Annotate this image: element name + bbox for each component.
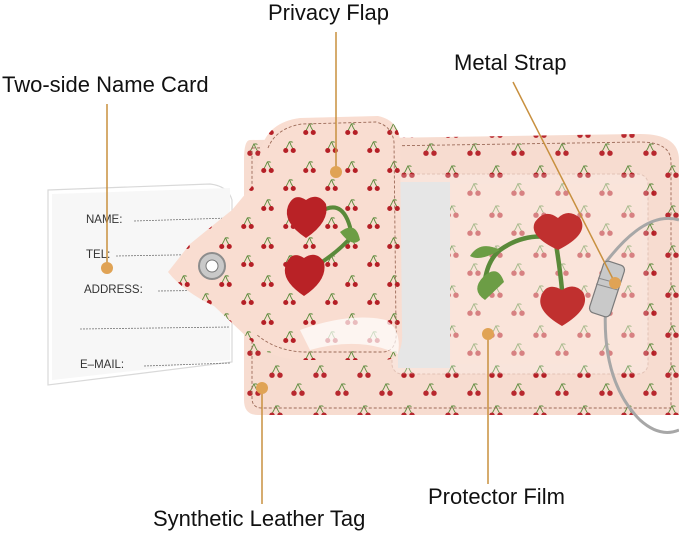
card-name-label: NAME: <box>86 214 122 226</box>
protector-film-label: Protector Film <box>428 484 565 509</box>
protector-film-window <box>386 168 654 380</box>
metal-strap <box>588 216 679 434</box>
callout-leather-tag <box>256 382 268 504</box>
card-tel-label: TEL: <box>86 249 110 261</box>
card-email-label: E–MAIL: <box>80 359 124 371</box>
metal-strap-label: Metal Strap <box>454 50 567 75</box>
callout-privacy-flap <box>330 32 342 178</box>
privacy-flap-label: Privacy Flap <box>268 0 390 25</box>
leather-tag-label: Synthetic Leather Tag <box>153 506 366 531</box>
card-address-label: ADDRESS: <box>84 284 143 296</box>
name-card: NAME: TEL: ADDRESS: E–MAIL: <box>47 183 233 386</box>
callout-metal-strap <box>512 81 621 289</box>
callout-protector-film <box>482 328 494 484</box>
privacy-flap <box>168 116 403 360</box>
name-card-label: Two-side Name Card <box>2 72 209 97</box>
callout-name-card <box>101 104 113 274</box>
